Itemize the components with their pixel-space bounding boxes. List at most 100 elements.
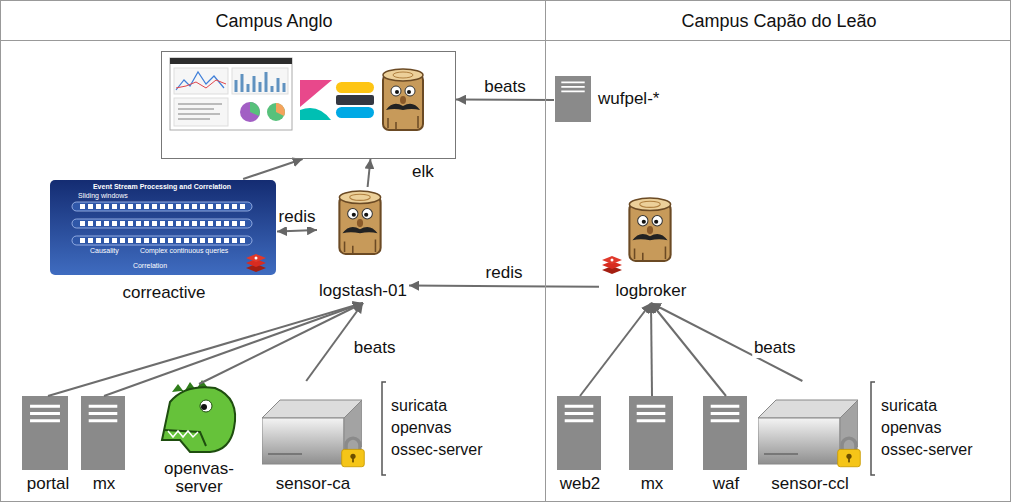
data-flow-arrow bbox=[243, 159, 303, 179]
edge-label-patch: beats bbox=[482, 77, 528, 97]
bracket bbox=[382, 382, 386, 475]
node-label: web2 bbox=[560, 474, 601, 493]
text-slot: mx bbox=[79, 474, 129, 494]
text-slot: Campus Anglo bbox=[1, 1, 547, 41]
edge-label-patch: beats bbox=[752, 338, 798, 358]
region-title: Campus Capão do Leão bbox=[681, 11, 876, 31]
kibana-screenshot bbox=[170, 58, 292, 130]
node-label: sensor-ca bbox=[276, 474, 351, 493]
node-label: wufpel-* bbox=[598, 89, 659, 108]
node-label: correactive bbox=[122, 283, 205, 302]
server-node: web2 bbox=[551, 396, 609, 498]
scanner-node: openvas-server bbox=[149, 384, 249, 498]
illustration-caption: Correlation bbox=[133, 262, 167, 270]
text-slot: sensor-ccl bbox=[756, 474, 864, 494]
server-node: wufpel-* bbox=[554, 77, 684, 123]
data-flow-arrow bbox=[277, 230, 317, 232]
text-slot: portal bbox=[15, 474, 81, 494]
elk-stack-box: elk bbox=[161, 51, 456, 159]
illustration-text: Complex continuous queries bbox=[140, 247, 228, 254]
text-slot: elk bbox=[412, 162, 434, 182]
text-slot: suricata openvas ossec-server bbox=[881, 395, 985, 461]
server-node: mx bbox=[79, 396, 129, 498]
server-icon bbox=[555, 76, 591, 122]
text-slot: correactive bbox=[51, 283, 277, 303]
service-list: suricata openvas ossec-server bbox=[881, 397, 973, 458]
elastic-logo bbox=[336, 82, 374, 118]
illustration-caption: Sliding windows bbox=[78, 192, 128, 200]
broker-node: logbroker bbox=[599, 194, 703, 303]
data-flow-arrow bbox=[580, 303, 651, 396]
text-slot: logbroker bbox=[599, 281, 703, 301]
campus-region: Campus Anglo elk correactive logstash-01 por… bbox=[0, 0, 546, 502]
logstash-icon bbox=[383, 69, 423, 130]
kibana-logo bbox=[300, 80, 332, 120]
edge-label-patch: beats bbox=[352, 338, 398, 358]
server-icon bbox=[629, 396, 673, 470]
edge-label: beats bbox=[484, 77, 526, 96]
region-title: Campus Anglo bbox=[215, 11, 332, 31]
text-slot: sensor-ca bbox=[259, 474, 367, 494]
data-flow-arrow bbox=[409, 286, 599, 287]
data-flow-arrow bbox=[651, 303, 726, 396]
data-flow-arrow bbox=[456, 99, 554, 101]
server-icon bbox=[703, 396, 747, 470]
edge-label-patch: redis bbox=[277, 207, 318, 227]
node-label: sensor-ccl bbox=[771, 474, 848, 493]
logstash-node: logstash-01 bbox=[317, 187, 409, 303]
node-label: logstash-01 bbox=[319, 281, 407, 300]
text-slot: logstash-01 bbox=[317, 281, 409, 301]
node-label: logbroker bbox=[616, 281, 687, 300]
data-flow-arrow bbox=[651, 303, 652, 396]
text-slot: openvas-server bbox=[158, 460, 240, 496]
edge-label: beats bbox=[354, 338, 396, 357]
node-label: elk bbox=[412, 162, 434, 181]
text-slot: wufpel-* bbox=[598, 89, 659, 109]
text-slot: Campus Capão do Leão bbox=[546, 1, 1011, 41]
server-icon bbox=[557, 396, 601, 470]
illustration-text: Causality bbox=[90, 247, 119, 254]
bracket bbox=[871, 382, 875, 475]
lock-icon bbox=[342, 438, 365, 467]
data-flow-arrow bbox=[48, 303, 363, 396]
edge-label: redis bbox=[279, 207, 316, 226]
edge-label: beats bbox=[754, 338, 796, 357]
illustration-caption: Causality bbox=[90, 247, 119, 255]
edge-label-patch: redis bbox=[484, 263, 525, 283]
node-label: waf bbox=[713, 474, 739, 493]
sensor-node: sensor-ca suricata openvas ossec-server bbox=[259, 381, 495, 498]
logstash-icon bbox=[629, 198, 670, 261]
server-node: mx bbox=[627, 396, 677, 498]
data-flow-arrow bbox=[104, 303, 363, 396]
sensor-node: sensor-ccl suricata openvas ossec-server bbox=[756, 381, 988, 498]
text-slot: mx bbox=[627, 474, 677, 494]
node-label: openvas-server bbox=[164, 459, 234, 496]
text-slot: suricata openvas ossec-server bbox=[391, 395, 495, 461]
text-slot: waf bbox=[701, 474, 751, 494]
logstash-icon bbox=[339, 191, 380, 254]
illustration-caption: Complex continuous queries bbox=[140, 247, 228, 255]
server-node: portal bbox=[15, 396, 81, 498]
node-label: portal bbox=[27, 474, 70, 493]
illustration-caption: Event Stream Processing and Correlation bbox=[93, 183, 231, 191]
node-label: mx bbox=[641, 474, 664, 493]
edge-label: redis bbox=[486, 263, 523, 282]
redis-icon bbox=[602, 256, 622, 274]
illustration-text: Event Stream Processing and Correlation bbox=[93, 183, 231, 190]
illustration-text: Correlation bbox=[133, 262, 167, 269]
openvas-dino bbox=[162, 380, 235, 452]
data-flow-arrow bbox=[199, 303, 363, 384]
server-icon bbox=[22, 396, 68, 470]
server-icon bbox=[81, 396, 125, 470]
correactive-illustration bbox=[50, 180, 276, 275]
text-slot: web2 bbox=[551, 474, 609, 494]
server-node: waf bbox=[701, 396, 751, 498]
lock-icon bbox=[838, 438, 861, 467]
campus-region: Campus Capão do Leão wufpel-* logbroker web… bbox=[545, 0, 1011, 502]
data-flow-arrow bbox=[368, 159, 371, 187]
illustration-text: Sliding windows bbox=[78, 192, 128, 199]
node-label: mx bbox=[93, 474, 116, 493]
service-list: suricata openvas ossec-server bbox=[391, 397, 483, 458]
data-flow-arrow bbox=[651, 303, 802, 381]
